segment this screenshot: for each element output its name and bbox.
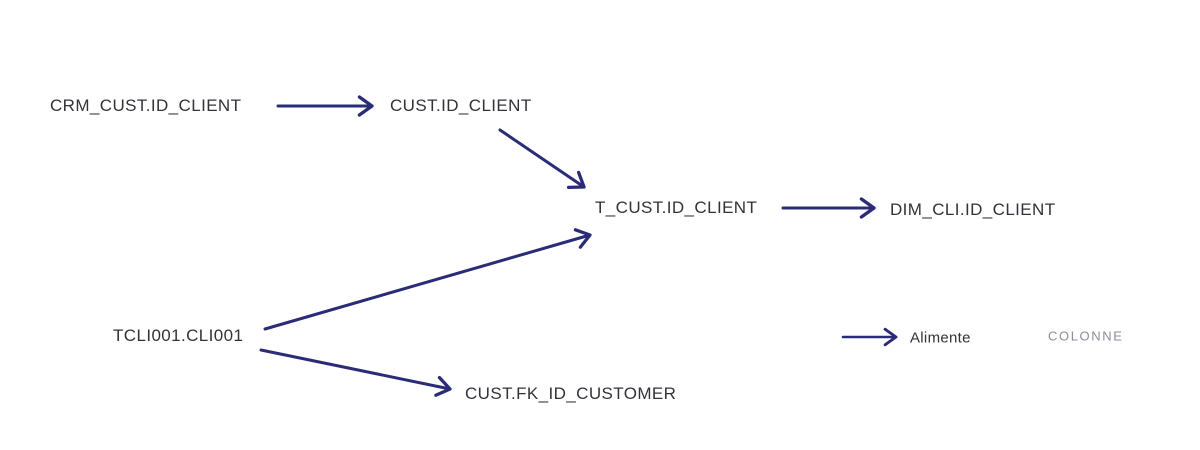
node-t-cust-id-client[interactable]: T_CUST.ID_CLIENT [595, 198, 758, 217]
edge-tcli001-to-cust-fk [259, 348, 452, 397]
legend-colonne-label: COLONNE [1048, 328, 1124, 344]
node-tcli001-cli001[interactable]: TCLI001.CLI001 [113, 326, 244, 345]
node-cust-fk-id-customer[interactable]: CUST.FK_ID_CUSTOMER [465, 384, 677, 403]
node-cust-id-client[interactable]: CUST.ID_CLIENT [390, 96, 532, 115]
node-dim-cli-id-client[interactable]: DIM_CLI.ID_CLIENT [890, 200, 1056, 219]
legend-alimente-label: Alimente [910, 329, 971, 347]
edge-cust-to-t-cust [498, 128, 586, 190]
node-crm-cust-id-client[interactable]: CRM_CUST.ID_CLIENT [50, 96, 242, 115]
edge-tcli001-to-t-cust [263, 228, 592, 331]
